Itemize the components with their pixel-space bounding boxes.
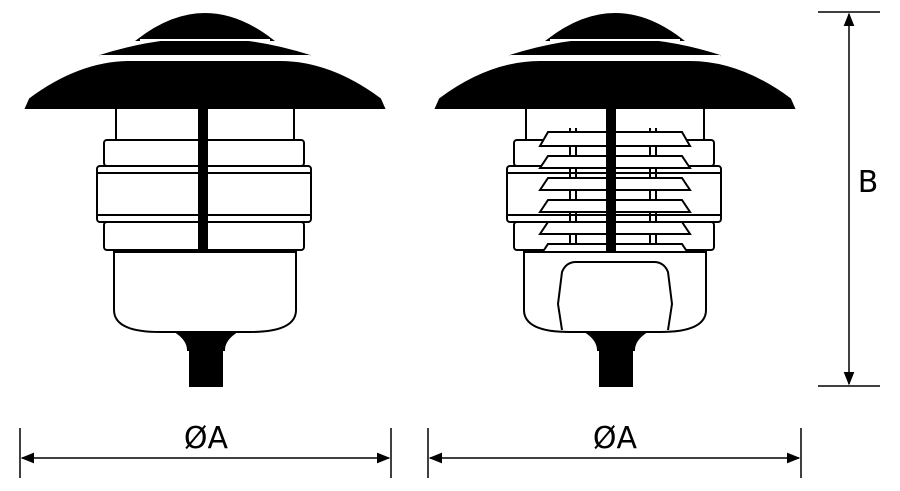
canopy-dome <box>545 13 685 41</box>
luminaire-left <box>24 13 386 387</box>
center-rod <box>198 105 208 253</box>
pole-fitting <box>599 349 633 387</box>
dimension-width-right <box>427 428 802 478</box>
canopy-brim <box>24 61 386 109</box>
dimension-height <box>818 11 880 387</box>
collar <box>582 331 650 351</box>
canopy-tier <box>509 38 721 57</box>
luminaire-right <box>434 13 796 387</box>
width-label-left: ØA <box>184 421 229 456</box>
canopy-tier <box>99 38 311 57</box>
pole-fitting <box>189 349 223 387</box>
width-label-right: ØA <box>593 421 638 456</box>
canopy-brim <box>434 61 796 109</box>
center-rod <box>606 105 616 253</box>
collar <box>172 331 240 351</box>
height-label: B <box>858 165 879 200</box>
inner-reflector <box>556 261 674 331</box>
canopy-dome <box>135 13 275 41</box>
diffuser-globe <box>113 251 297 333</box>
dimension-width-left <box>19 428 392 478</box>
